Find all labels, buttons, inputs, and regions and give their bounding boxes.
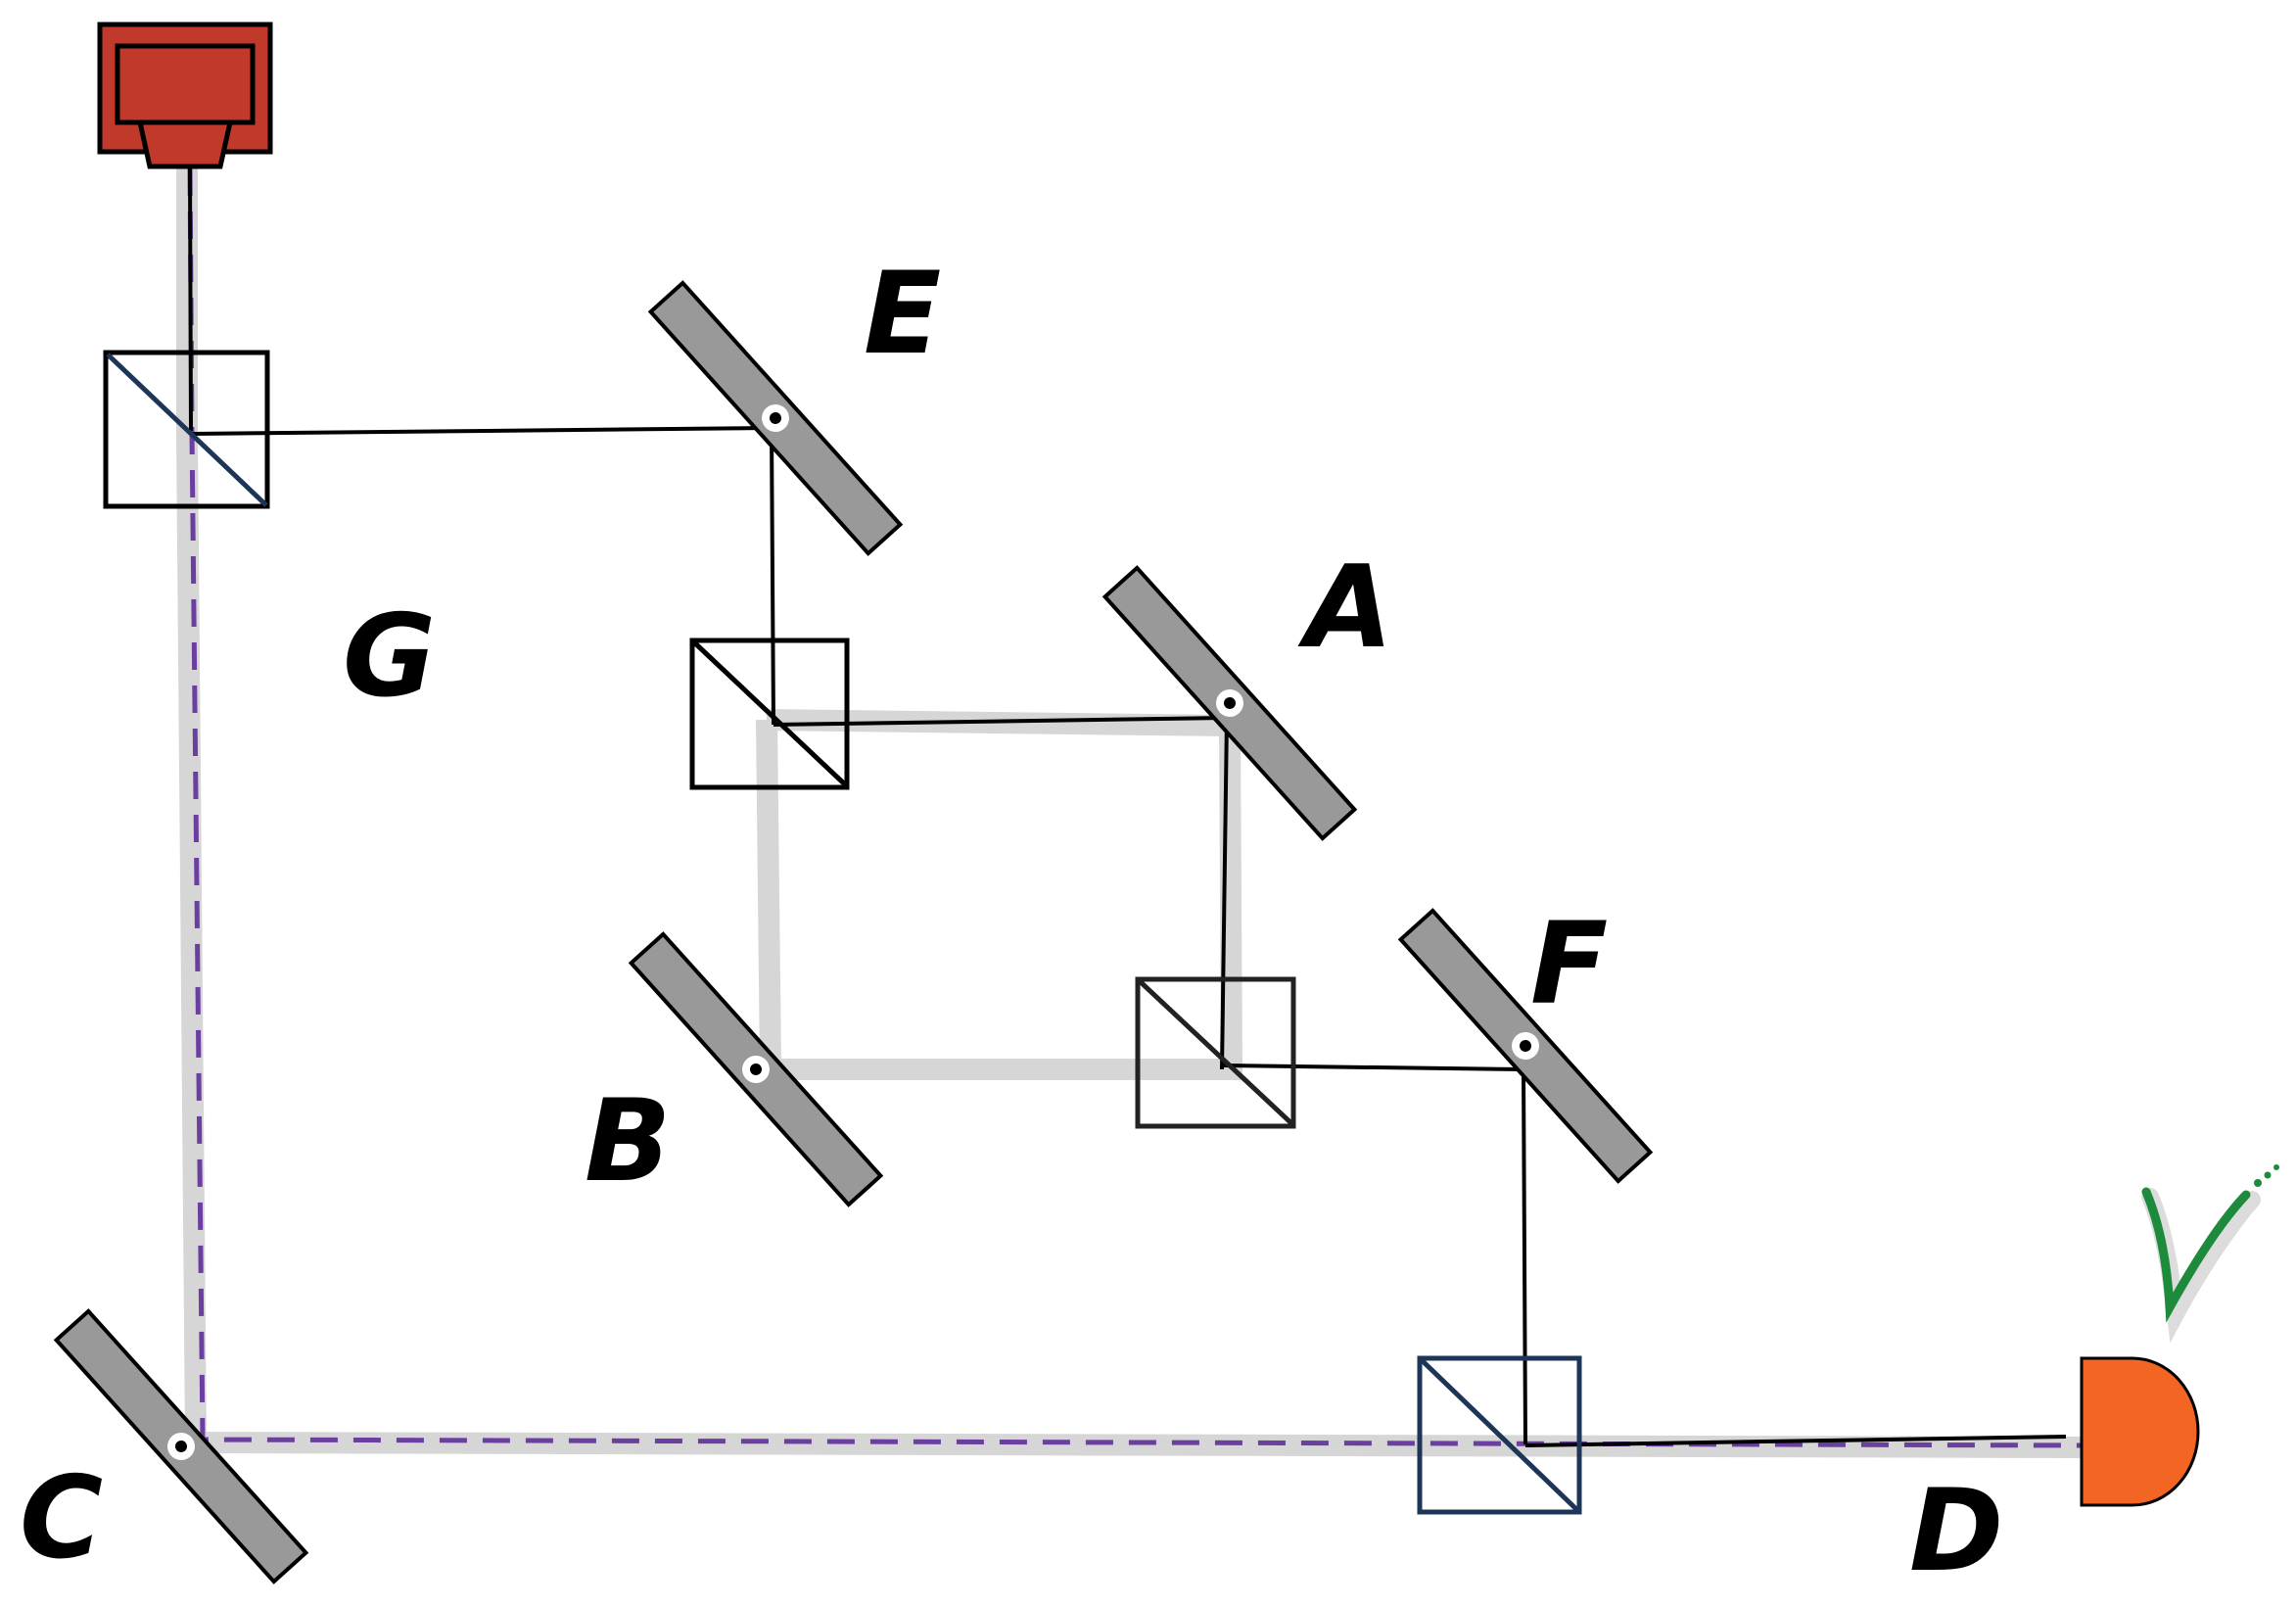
mirror-f — [1397, 908, 1654, 1184]
wide-beam-outer-path — [176, 166, 2086, 1458]
beamsplitter-upper — [689, 638, 850, 790]
laser-nozzle — [136, 119, 234, 169]
mirror-c-pivot-dot — [175, 1441, 187, 1452]
checkmark-dot-3 — [2273, 1164, 2279, 1170]
label-b: B — [585, 1075, 671, 1207]
thin-beam-a-to-bs3 — [1220, 717, 1229, 1070]
checkmark-icon — [2141, 1164, 2279, 1344]
label-d: D — [1909, 1465, 2003, 1597]
beamsplitter-g — [103, 350, 270, 509]
thin-beam-g-to-e — [190, 426, 773, 436]
beamsplitter-g-cube — [103, 350, 270, 509]
mirror-f-pivot-dot — [1520, 1040, 1531, 1052]
mirror-c — [53, 1308, 309, 1584]
laser-inner-frame — [115, 43, 256, 125]
thin-beam-paths — [188, 167, 2067, 1447]
mirror-a-pivot-dot — [1224, 697, 1236, 709]
detector-icon — [2080, 1356, 2200, 1507]
beamsplitter-lower — [1135, 976, 1296, 1129]
beamsplitter-output-diagonal — [1420, 1358, 1580, 1513]
label-f: F — [1530, 898, 1608, 1030]
thin-beam-f-to-bs4 — [1522, 1068, 1527, 1445]
thin-beam-bs3-to-f — [1221, 1063, 1524, 1071]
mirror-b — [628, 931, 884, 1207]
mirror-e — [647, 280, 904, 556]
beamsplitter-output-cube — [1417, 1355, 1582, 1515]
mirror-a — [1101, 565, 1358, 841]
laser-source-icon — [97, 22, 273, 169]
checkmark-dot-1 — [2254, 1179, 2262, 1187]
beamsplitter-upper-cube — [689, 638, 850, 790]
label-e: E — [864, 248, 941, 380]
checkmark-dot-2 — [2264, 1171, 2272, 1179]
dashed-beam-path — [187, 167, 2085, 1448]
checkmark-stroke — [2141, 1187, 2251, 1323]
thin-beam-e-to-bs2 — [770, 427, 775, 726]
beamsplitter-lower-diagonal — [1138, 979, 1294, 1126]
thin-beam-laser-to-g — [188, 167, 193, 432]
label-c: C — [20, 1452, 103, 1584]
beamsplitter-lower-cube — [1135, 976, 1296, 1129]
mirror-b-pivot-dot — [750, 1063, 762, 1075]
beamsplitter-g-diagonal — [106, 353, 268, 507]
beamsplitter-upper-diagonal — [692, 640, 848, 787]
mirror-e-pivot-dot — [770, 412, 781, 424]
beamsplitter-output — [1417, 1355, 1582, 1515]
wide-beam-paths — [176, 166, 2086, 1458]
label-a: A — [1297, 542, 1393, 674]
wide-beam-inner-loop — [756, 709, 1243, 1080]
label-g: G — [343, 591, 436, 723]
thin-beam-bs4-to-detector — [1524, 1435, 2067, 1447]
